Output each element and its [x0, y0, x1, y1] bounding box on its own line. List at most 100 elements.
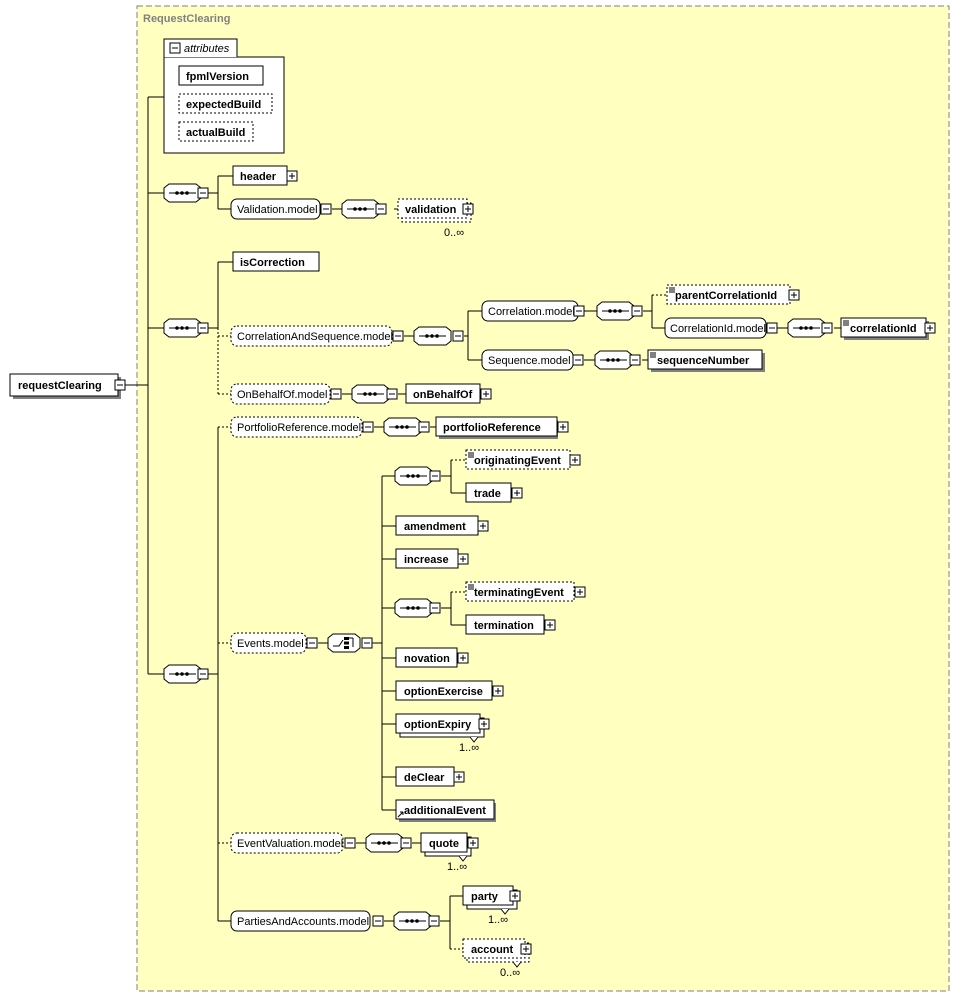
element-terminatingevent[interactable]: terminatingEvent [465, 581, 586, 602]
expand-icon[interactable] [457, 652, 469, 664]
element-label: trade [474, 488, 501, 500]
expand-icon[interactable] [557, 421, 569, 433]
expand-icon[interactable] [478, 718, 490, 730]
attribute-actualbuild[interactable]: actualBuild [178, 121, 254, 142]
expand-icon[interactable] [511, 487, 523, 499]
sequence-compositor [163, 318, 209, 338]
element-amendment[interactable]: amendment [395, 515, 489, 536]
group-label: PartiesAndAccounts.model [237, 916, 369, 928]
expand-icon[interactable] [480, 388, 492, 400]
collapse-icon[interactable] [573, 305, 585, 317]
group-label: Correlation.model [488, 306, 575, 318]
collapse-icon[interactable] [429, 470, 441, 482]
group-eventvaluation-model[interactable]: EventValuation.model [230, 832, 356, 854]
sequence-compositor [351, 384, 398, 404]
collapse-icon[interactable] [429, 602, 441, 614]
collapse-icon[interactable] [392, 330, 404, 342]
element-portfolioreference[interactable]: portfolioReference [435, 416, 569, 439]
element-optionexercise[interactable]: optionExercise [395, 680, 504, 701]
attribute-fpmlversion[interactable]: fpmlVersion [178, 65, 264, 86]
expand-icon[interactable] [520, 943, 532, 955]
group-correlationid-model[interactable]: CorrelationId.model [664, 317, 778, 339]
element-termination[interactable]: termination [465, 614, 556, 635]
collapse-icon[interactable] [197, 187, 209, 199]
element-label: party [471, 891, 499, 903]
sequence-compositor [787, 318, 833, 338]
cardinality-label: 1..∞ [459, 742, 479, 754]
collapse-icon[interactable] [197, 668, 209, 680]
element-header[interactable]: header [232, 165, 298, 186]
element-correlationid[interactable]: correlationId [840, 317, 936, 340]
collapse-icon[interactable] [306, 637, 318, 649]
element-optionexpiry[interactable]: optionExpiry 1..∞ [395, 713, 490, 754]
element-account[interactable]: account 0..∞ [462, 938, 532, 979]
group-correlation-model[interactable]: Correlation.model [481, 300, 585, 322]
expand-icon[interactable] [492, 685, 504, 697]
collapse-icon[interactable] [572, 354, 584, 366]
collapse-icon[interactable] [375, 203, 387, 215]
group-portfolioreference-model[interactable]: PortfolioReference.model [230, 416, 374, 438]
group-title: RequestClearing [143, 13, 230, 25]
group-validation-model[interactable]: Validation.model [230, 198, 332, 220]
root-element[interactable]: requestClearing [9, 373, 126, 399]
expand-icon[interactable] [788, 289, 800, 301]
group-partiesandaccounts-model[interactable]: PartiesAndAccounts.model [230, 910, 384, 932]
collapse-icon[interactable] [400, 837, 412, 849]
expand-icon[interactable] [924, 322, 936, 334]
element-trade[interactable]: trade [465, 482, 523, 503]
attributes-box: attributes fpmlVersion expectedBuild act… [163, 38, 285, 154]
connector-lines [125, 96, 841, 950]
element-sequencenumber[interactable]: sequenceNumber [647, 349, 765, 372]
collapse-icon[interactable] [169, 42, 181, 54]
attribute-label: fpmlVersion [186, 71, 249, 83]
element-validation[interactable]: validation 0..∞ [397, 198, 474, 239]
group-correlation-and-sequence-model[interactable]: CorrelationAndSequence.model [230, 325, 404, 347]
cardinality-label: 0..∞ [500, 967, 520, 979]
expand-icon[interactable] [569, 454, 581, 466]
group-sequence-model[interactable]: Sequence.model [481, 349, 584, 371]
collapse-icon[interactable] [372, 915, 384, 927]
collapse-icon[interactable] [386, 388, 398, 400]
collapse-icon[interactable] [197, 322, 209, 334]
expand-icon[interactable] [286, 170, 298, 182]
collapse-icon[interactable] [330, 388, 342, 400]
collapse-icon[interactable] [452, 330, 464, 342]
collapse-icon[interactable] [361, 637, 373, 649]
element-label: portfolioReference [443, 422, 541, 434]
expand-icon[interactable] [457, 553, 469, 565]
collapse-icon[interactable] [344, 837, 356, 849]
collapse-icon[interactable] [629, 354, 641, 366]
element-label: terminatingEvent [474, 587, 564, 599]
expand-icon[interactable] [544, 619, 556, 631]
group-onbehalfof-model[interactable]: OnBehalfOf.model [230, 383, 342, 405]
element-increase[interactable]: increase [395, 548, 469, 569]
element-onbehalfof[interactable]: onBehalfOf [405, 383, 492, 404]
collapse-icon[interactable] [428, 915, 440, 927]
element-iscorrection[interactable]: isCorrection [232, 251, 320, 272]
group-events-model[interactable]: Events.model [230, 632, 318, 654]
collapse-icon[interactable] [114, 379, 126, 391]
element-additionalevent[interactable]: additionalEvent [395, 799, 496, 822]
expand-icon[interactable] [453, 771, 465, 783]
expand-icon[interactable] [462, 203, 474, 215]
element-novation[interactable]: novation [395, 647, 469, 668]
collapse-icon[interactable] [418, 421, 430, 433]
attribute-expectedbuild[interactable]: expectedBuild [178, 93, 273, 114]
expand-icon[interactable] [467, 837, 479, 849]
collapse-icon[interactable] [320, 203, 332, 215]
collapse-icon[interactable] [362, 421, 374, 433]
element-parentcorrelationid[interactable]: parentCorrelationId [666, 284, 800, 305]
collapse-icon[interactable] [766, 322, 778, 334]
element-quote[interactable]: quote 1..∞ [420, 832, 479, 873]
expand-icon[interactable] [477, 520, 489, 532]
expand-icon[interactable] [574, 586, 586, 598]
expand-icon[interactable] [509, 890, 521, 902]
element-party[interactable]: party 1..∞ [462, 885, 521, 926]
collapse-icon[interactable] [821, 322, 833, 334]
collapse-icon[interactable] [631, 305, 643, 317]
sequence-compositor [383, 417, 430, 437]
element-originatingevent[interactable]: originatingEvent [465, 449, 581, 470]
element-declear[interactable]: deClear [395, 766, 465, 787]
element-label: quote [429, 838, 459, 850]
